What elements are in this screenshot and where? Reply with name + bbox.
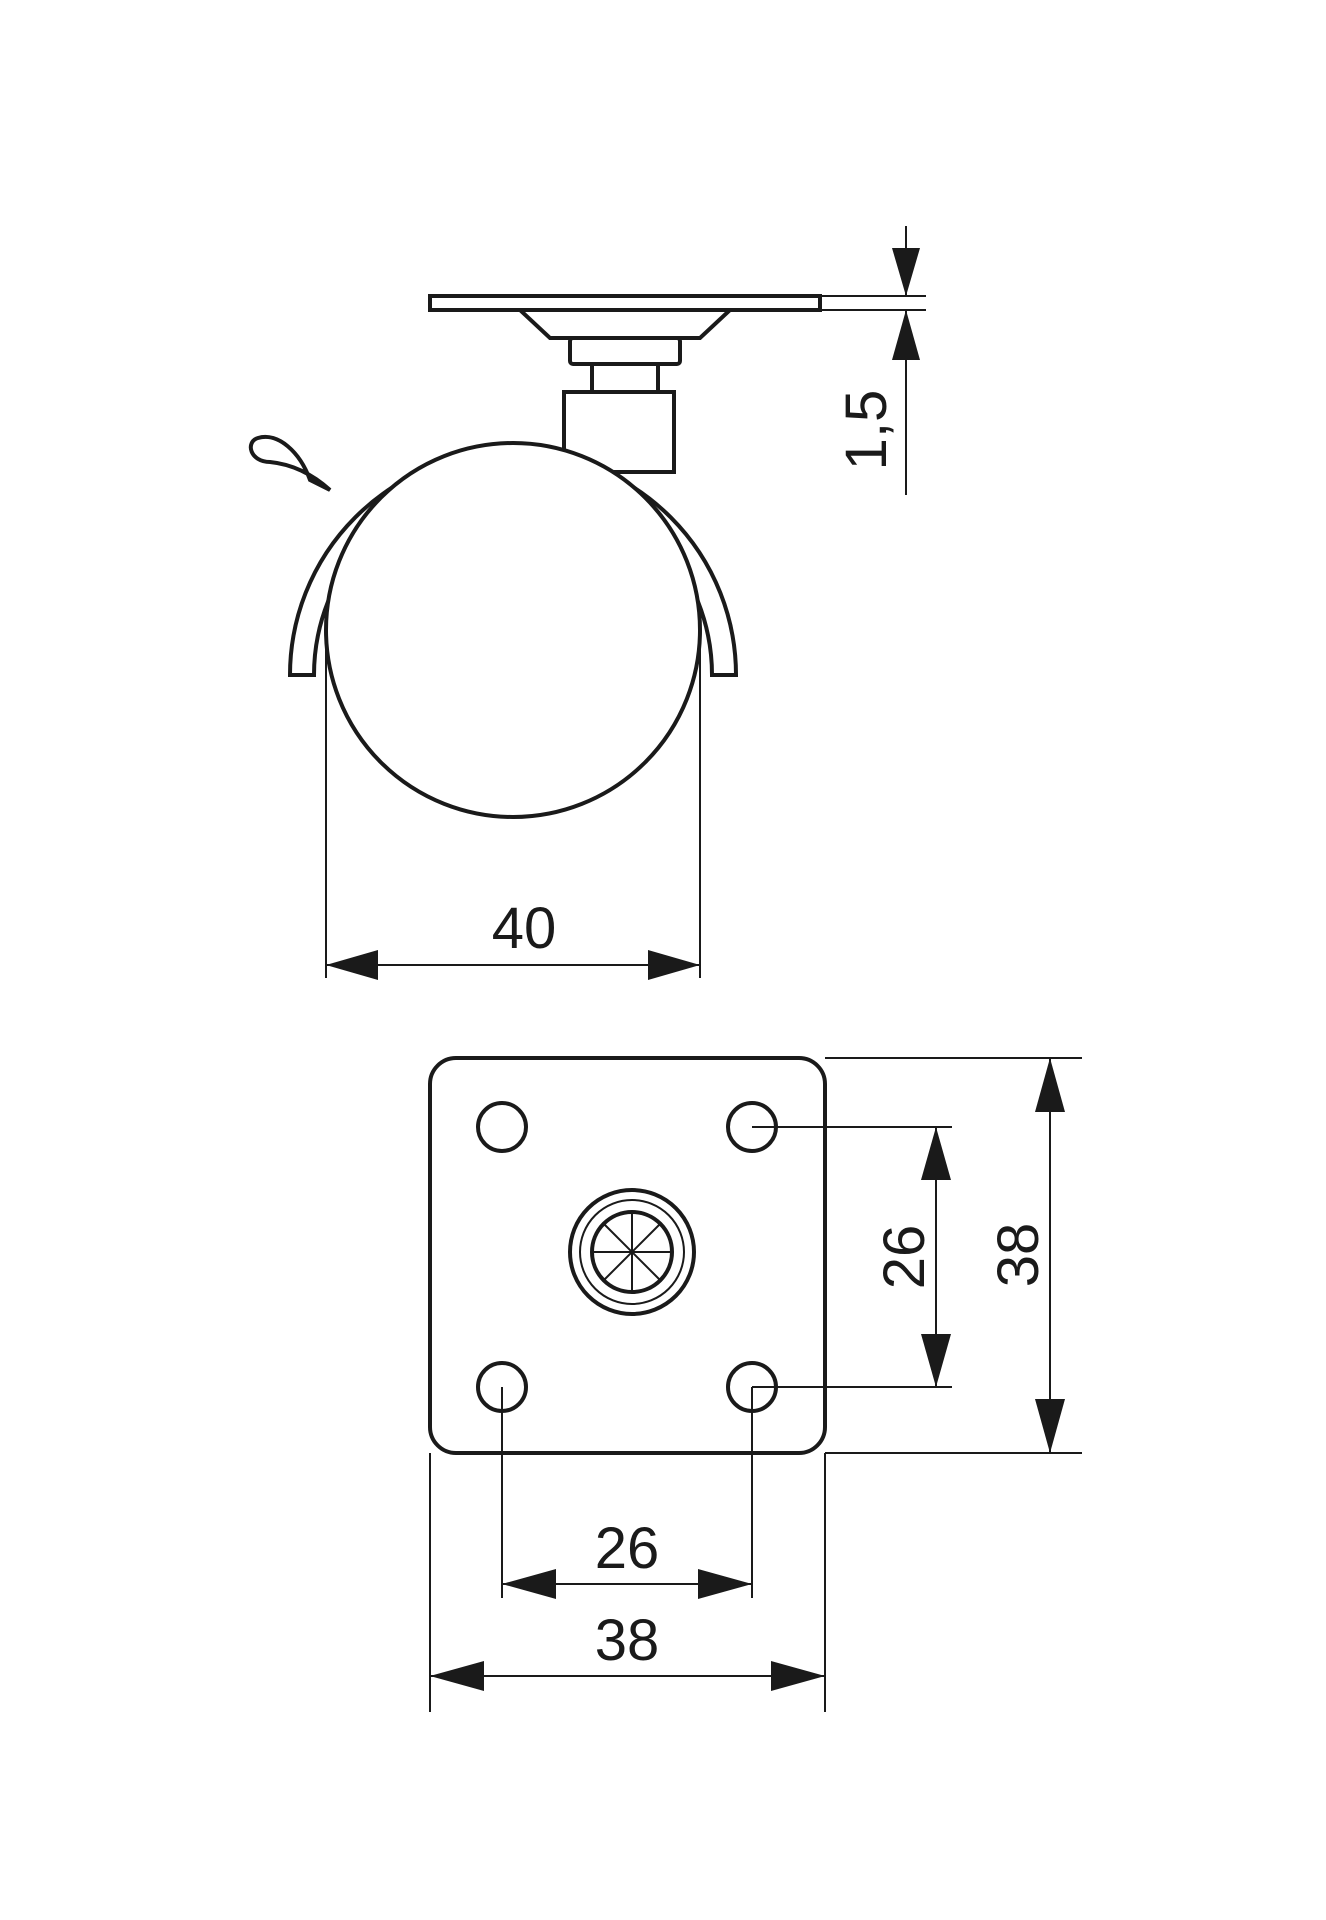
dimension-plate-height: 38: [825, 1057, 1082, 1454]
swivel-bearing: [568, 336, 682, 366]
plate-thickness-label: 1,5: [834, 390, 899, 471]
plate-view: 26 38 26 38: [428, 1056, 1082, 1712]
dimension-plate-thickness: 1,5: [820, 226, 926, 495]
wheel-diameter-label: 40: [492, 896, 557, 961]
hole-spacing-horizontal-label: 26: [595, 1516, 660, 1581]
hole-spacing-vertical-label: 26: [872, 1225, 937, 1290]
swivel-cone: [514, 308, 736, 340]
mounting-plate: [428, 294, 822, 312]
dimension-hole-spacing-horizontal: 26: [501, 1387, 753, 1599]
center-rivet: [568, 1188, 696, 1316]
dimension-plate-width: 38: [429, 1453, 826, 1712]
mounting-hole-top-left: [476, 1101, 528, 1153]
side-view: 40 1,5: [248, 226, 926, 980]
wheel: [324, 441, 702, 819]
brake-lever: [248, 434, 332, 492]
plate-width-label: 38: [595, 1608, 660, 1673]
kingpin-neck: [590, 362, 660, 394]
dimension-wheel-diameter: 40: [325, 640, 701, 980]
plate-height-label: 38: [986, 1223, 1051, 1288]
dimension-hole-spacing-vertical: 26: [752, 1126, 952, 1388]
